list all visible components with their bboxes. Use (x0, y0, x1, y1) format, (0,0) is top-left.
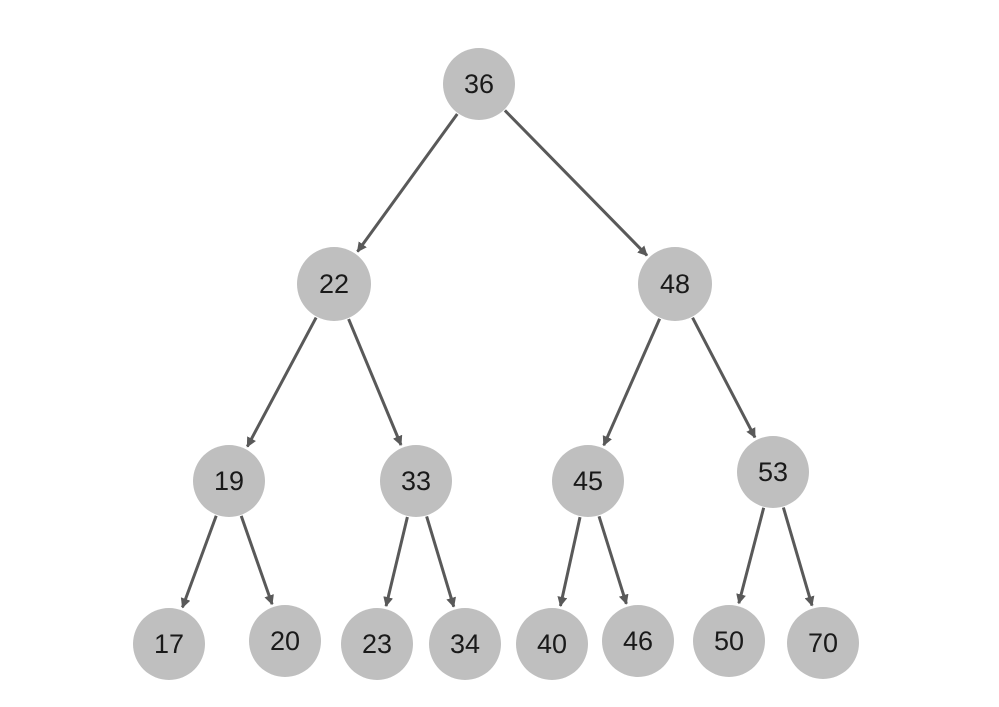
node-label: 20 (270, 626, 300, 656)
node-circle (787, 607, 859, 679)
tree-node-53: 53 (737, 436, 809, 508)
node-label: 34 (450, 629, 480, 659)
nodes-layer: 36 22 48 19 33 45 53 17 20 23 34 40 46 50 70 (133, 48, 859, 680)
node-label: 53 (758, 457, 788, 487)
19-to-17 (180, 515, 218, 609)
tree-node-17: 17 (133, 608, 205, 680)
node-circle (380, 445, 452, 517)
node-circle (429, 608, 501, 680)
node-label: 23 (362, 629, 392, 659)
tree-node-33: 33 (380, 445, 452, 517)
node-circle (249, 605, 321, 677)
node-label: 19 (214, 466, 244, 496)
node-circle (133, 608, 205, 680)
48-to-53 (691, 317, 757, 439)
tree-node-46: 46 (602, 605, 674, 677)
node-label: 70 (808, 628, 838, 658)
33-to-34 (425, 516, 456, 608)
tree-node-20: 20 (249, 605, 321, 677)
tree-node-48: 48 (638, 247, 712, 321)
node-label: 46 (623, 626, 653, 656)
tree-node-22: 22 (297, 247, 371, 321)
45-to-46 (597, 515, 629, 605)
node-label: 17 (154, 629, 184, 659)
45-to-40 (557, 516, 582, 607)
node-label: 48 (660, 269, 690, 299)
node-label: 45 (573, 466, 603, 496)
19-to-20 (239, 515, 274, 606)
edges-layer (180, 109, 815, 609)
tree-node-50: 50 (693, 605, 765, 677)
tree-node-19: 19 (193, 445, 265, 517)
node-label: 40 (537, 629, 567, 659)
node-circle (638, 247, 712, 321)
tree-node-70: 70 (787, 607, 859, 679)
node-label: 22 (319, 269, 349, 299)
36-to-22 (356, 113, 459, 253)
22-to-33 (347, 318, 403, 446)
node-circle (737, 436, 809, 508)
node-label: 50 (714, 626, 744, 656)
node-label: 36 (464, 69, 494, 99)
node-circle (602, 605, 674, 677)
36-to-48 (503, 109, 649, 257)
node-circle (552, 445, 624, 517)
33-to-23 (383, 516, 409, 608)
tree-node-45: 45 (552, 445, 624, 517)
tree-node-36: 36 (443, 48, 515, 120)
tree-node-34: 34 (429, 608, 501, 680)
22-to-19 (246, 316, 318, 448)
tree-node-23: 23 (341, 608, 413, 680)
53-to-50 (736, 507, 766, 605)
tree-node-40: 40 (516, 608, 588, 680)
node-circle (693, 605, 765, 677)
48-to-45 (602, 318, 662, 447)
node-circle (516, 608, 588, 680)
node-circle (193, 445, 265, 517)
node-label: 33 (401, 466, 431, 496)
node-circle (443, 48, 515, 120)
node-circle (297, 247, 371, 321)
53-to-70 (781, 507, 815, 607)
node-circle (341, 608, 413, 680)
